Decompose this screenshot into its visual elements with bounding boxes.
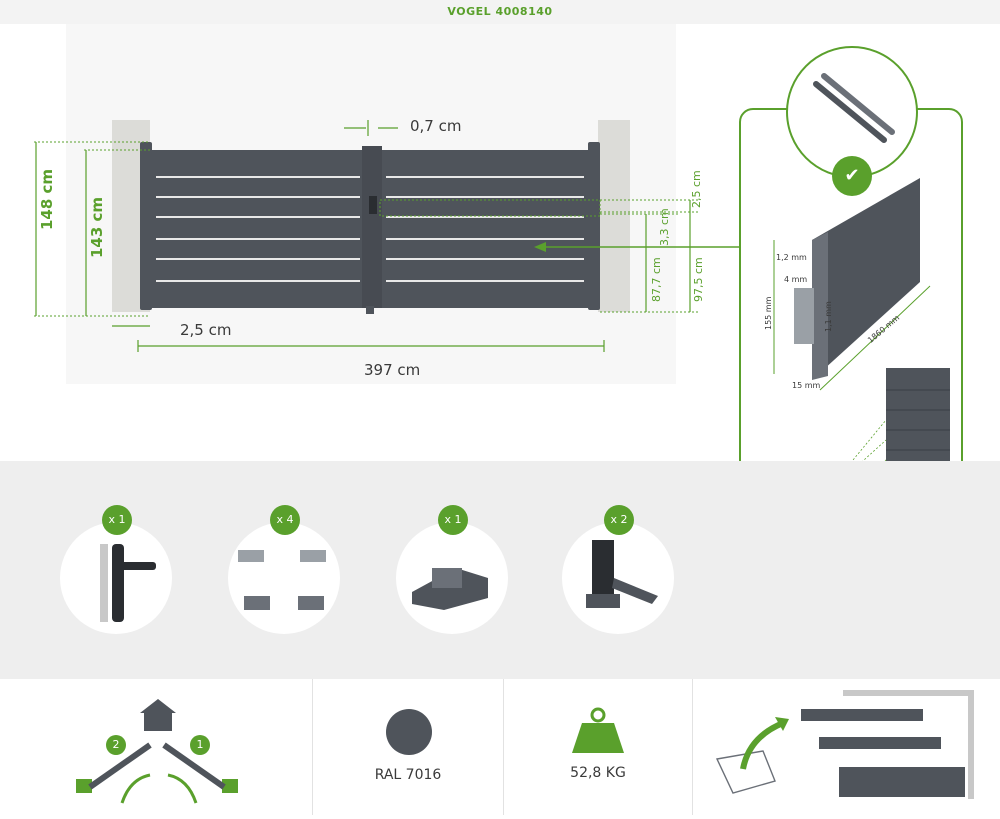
weight-label: 52,8 KG bbox=[570, 765, 626, 781]
weight-icon bbox=[572, 707, 624, 753]
left-post bbox=[140, 142, 152, 310]
profile-drawing bbox=[773, 178, 931, 391]
opening-step-1: 1 bbox=[190, 735, 210, 755]
accessory-2-qty: x 4 bbox=[270, 505, 300, 535]
gap-top-label: 0,7 cm bbox=[410, 117, 462, 135]
accessory-3-qty: x 1 bbox=[438, 505, 468, 535]
height-outer-label: 148 cm bbox=[38, 168, 56, 230]
right-pillar bbox=[598, 120, 630, 312]
post-gap-label: 2,5 cm bbox=[180, 321, 232, 339]
profile-depth-label: 15 mm bbox=[792, 381, 821, 390]
packaging-cell bbox=[693, 679, 1000, 815]
page-title: VOGEL 4008140 bbox=[0, 0, 1000, 24]
gate-stop-icon bbox=[412, 568, 488, 610]
right-post bbox=[588, 142, 600, 310]
slat-gaps bbox=[156, 176, 584, 282]
left-leaf bbox=[150, 150, 366, 308]
accessory-1-circle bbox=[60, 522, 172, 634]
thumbs-up-icon: ✔ bbox=[832, 156, 872, 196]
profile-wall-label: 1,2 mm bbox=[776, 253, 807, 262]
lower-height-label: 87,7 cm bbox=[650, 257, 663, 302]
gate-latch-icon bbox=[586, 540, 658, 608]
packaging-diagram bbox=[715, 690, 974, 799]
gate-stop-peg bbox=[366, 306, 374, 314]
hinge-set-icon bbox=[238, 550, 326, 610]
profile-inner-label: 1,1 mm bbox=[824, 301, 833, 332]
height-inner-label: 143 cm bbox=[88, 196, 106, 258]
accessory-2-circle bbox=[228, 522, 340, 634]
opening-diagram bbox=[76, 699, 238, 804]
accessory-4-circle bbox=[562, 522, 674, 634]
center-stile bbox=[362, 146, 382, 308]
slat-gap-label: 2,5 cm bbox=[690, 170, 703, 208]
slat-height-label: 3,3 cm bbox=[658, 208, 671, 246]
screws-icon bbox=[813, 73, 895, 143]
profile-fin-label: 4 mm bbox=[784, 275, 808, 284]
accessory-1-qty: x 1 bbox=[102, 505, 132, 535]
lower-total-label: 97,5 cm bbox=[692, 257, 705, 302]
color-swatch bbox=[386, 709, 432, 755]
opening-cell: 2 1 bbox=[0, 679, 313, 815]
accessory-3-circle bbox=[396, 522, 508, 634]
gate-diagram bbox=[34, 120, 740, 352]
accessory-4-qty: x 2 bbox=[604, 505, 634, 535]
total-width-label: 397 cm bbox=[364, 361, 421, 379]
house-icon bbox=[140, 699, 176, 713]
gate-handle-icon bbox=[369, 196, 377, 214]
color-label: RAL 7016 bbox=[374, 767, 442, 783]
opening-step-2: 2 bbox=[106, 735, 126, 755]
profile-height-label: 155 mm bbox=[764, 296, 773, 330]
right-leaf bbox=[380, 150, 590, 308]
weight-cell: 52,8 KG bbox=[504, 679, 693, 815]
handle-lock-icon bbox=[100, 544, 156, 622]
color-cell: RAL 7016 bbox=[313, 679, 504, 815]
